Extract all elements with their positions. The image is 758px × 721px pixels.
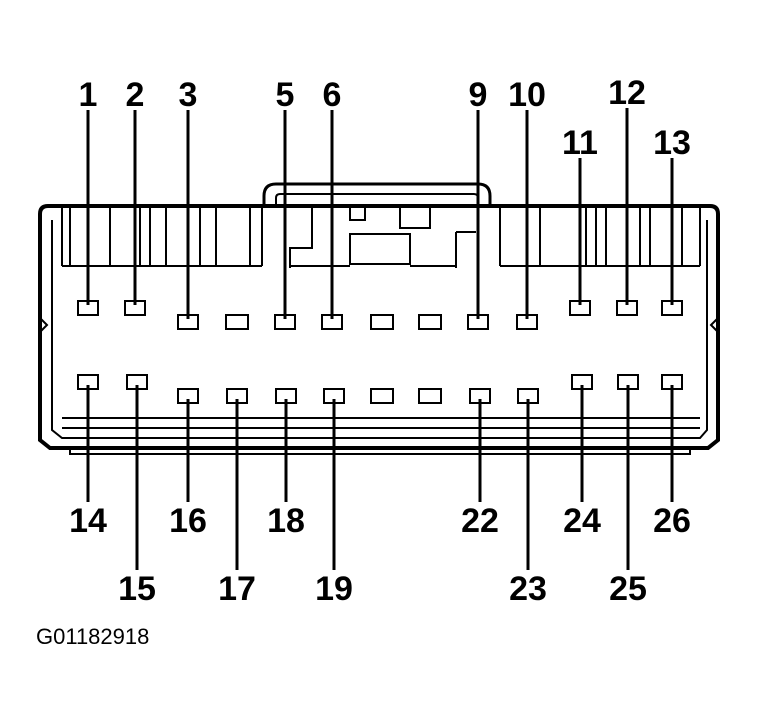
pin-23: 23 <box>509 388 547 608</box>
pin-3: 3 <box>177 76 199 330</box>
pin-label: 24 <box>563 502 601 540</box>
pin-label: 25 <box>609 570 647 608</box>
pin-26: 26 <box>653 374 691 540</box>
empty-cavity <box>418 314 442 330</box>
pin-label: 2 <box>126 76 145 114</box>
pin-12: 12 <box>608 74 646 316</box>
pin-label: 12 <box>608 74 646 112</box>
empty-cavity <box>370 388 394 404</box>
pin-1: 1 <box>77 76 99 316</box>
empty-cavity <box>225 314 249 330</box>
pin-label: 22 <box>461 502 499 540</box>
pin-label: 14 <box>69 502 107 540</box>
pin-10: 10 <box>508 76 546 330</box>
pin-label: 1 <box>79 76 98 114</box>
pin-14: 14 <box>69 374 107 540</box>
pin-22: 22 <box>461 388 499 540</box>
connector-housing <box>38 204 720 455</box>
pin-label: 13 <box>653 124 691 162</box>
pin-24: 24 <box>563 374 601 540</box>
pin-label: 5 <box>276 76 295 114</box>
pin-label: 18 <box>267 502 305 540</box>
pin-label: 15 <box>118 570 156 608</box>
pin-11: 11 <box>562 124 598 316</box>
pin-label: 26 <box>653 502 691 540</box>
empty-cavity <box>370 314 394 330</box>
pin-label: 19 <box>315 570 353 608</box>
pin-label: 17 <box>218 570 256 608</box>
pin-18: 18 <box>267 388 305 540</box>
pin-5: 5 <box>274 76 296 330</box>
pin-2: 2 <box>124 76 146 316</box>
pin-label: 10 <box>508 76 546 114</box>
pin-13: 13 <box>653 124 691 316</box>
pin-label: 6 <box>323 76 342 114</box>
housing-ribs <box>61 206 701 267</box>
pin-label: 11 <box>562 124 598 162</box>
empty-cavity <box>418 388 442 404</box>
connector-latch <box>262 182 492 268</box>
pin-25: 25 <box>609 374 647 608</box>
figure-id: G01182918 <box>36 624 149 649</box>
pin-17: 17 <box>218 388 256 608</box>
pin-15: 15 <box>118 374 156 608</box>
pin-label: 16 <box>169 502 207 540</box>
pin-label: 9 <box>469 76 488 114</box>
pin-19: 19 <box>315 388 353 608</box>
pin-16: 16 <box>169 388 207 540</box>
pin-label: 23 <box>509 570 547 608</box>
pin-6: 6 <box>321 76 343 330</box>
pin-label: 3 <box>179 76 198 114</box>
pin-9: 9 <box>467 76 489 330</box>
